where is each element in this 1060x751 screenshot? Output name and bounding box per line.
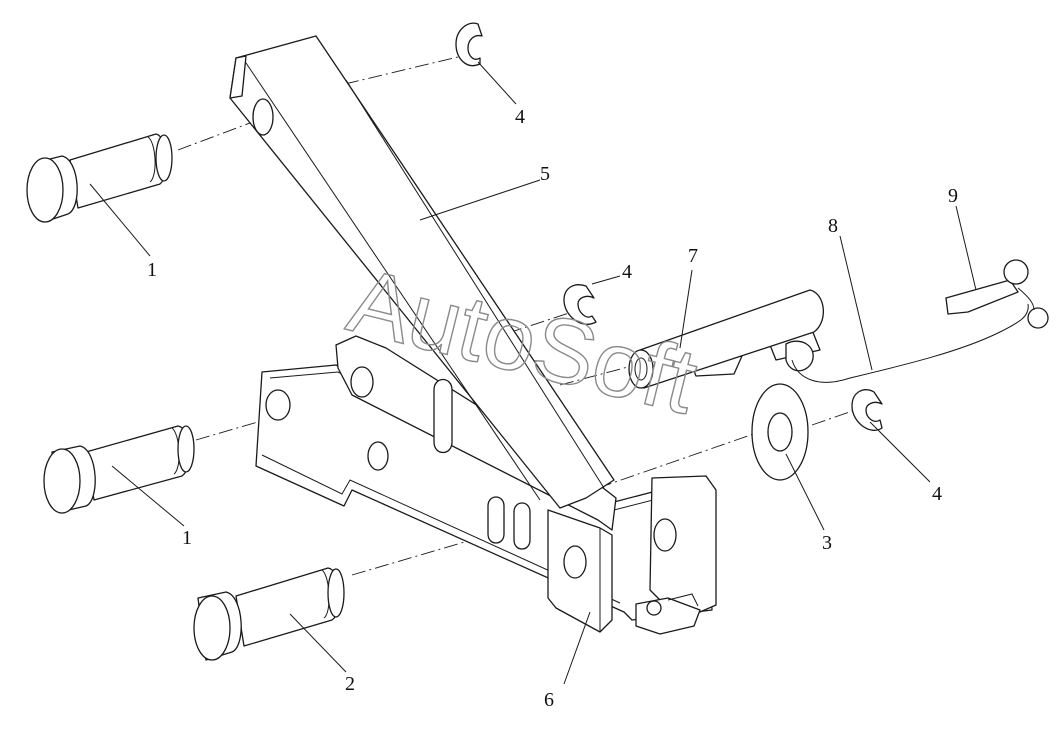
key-clip	[945, 259, 1049, 329]
washer	[751, 383, 809, 481]
label-1-bottom: 1	[182, 527, 192, 549]
label-4-top: 4	[515, 106, 525, 128]
label-1-top: 1	[147, 259, 157, 281]
label-8: 8	[828, 215, 838, 237]
label-9: 9	[948, 185, 958, 207]
leader-lines	[89, 61, 977, 685]
sleeve-bracket	[628, 289, 824, 389]
cable	[791, 303, 1029, 383]
label-5: 5	[540, 163, 550, 185]
circlip-top	[455, 22, 483, 67]
label-7: 7	[688, 245, 698, 267]
clevis-pin-top	[26, 133, 173, 223]
label-2: 2	[345, 673, 355, 695]
pin-2	[193, 567, 345, 661]
center-axes	[177, 55, 859, 576]
circlip-middle	[563, 284, 597, 325]
callout-labels: 1 1 2 3 4 4 4 5 6 7 8 9	[147, 106, 958, 711]
circlip-right	[851, 389, 883, 431]
lever-arm	[229, 35, 615, 509]
clevis-pin-bottom	[43, 425, 195, 514]
label-3: 3	[822, 532, 832, 554]
label-4-right: 4	[932, 483, 942, 505]
label-4-middle: 4	[622, 261, 632, 283]
label-6: 6	[544, 689, 554, 711]
